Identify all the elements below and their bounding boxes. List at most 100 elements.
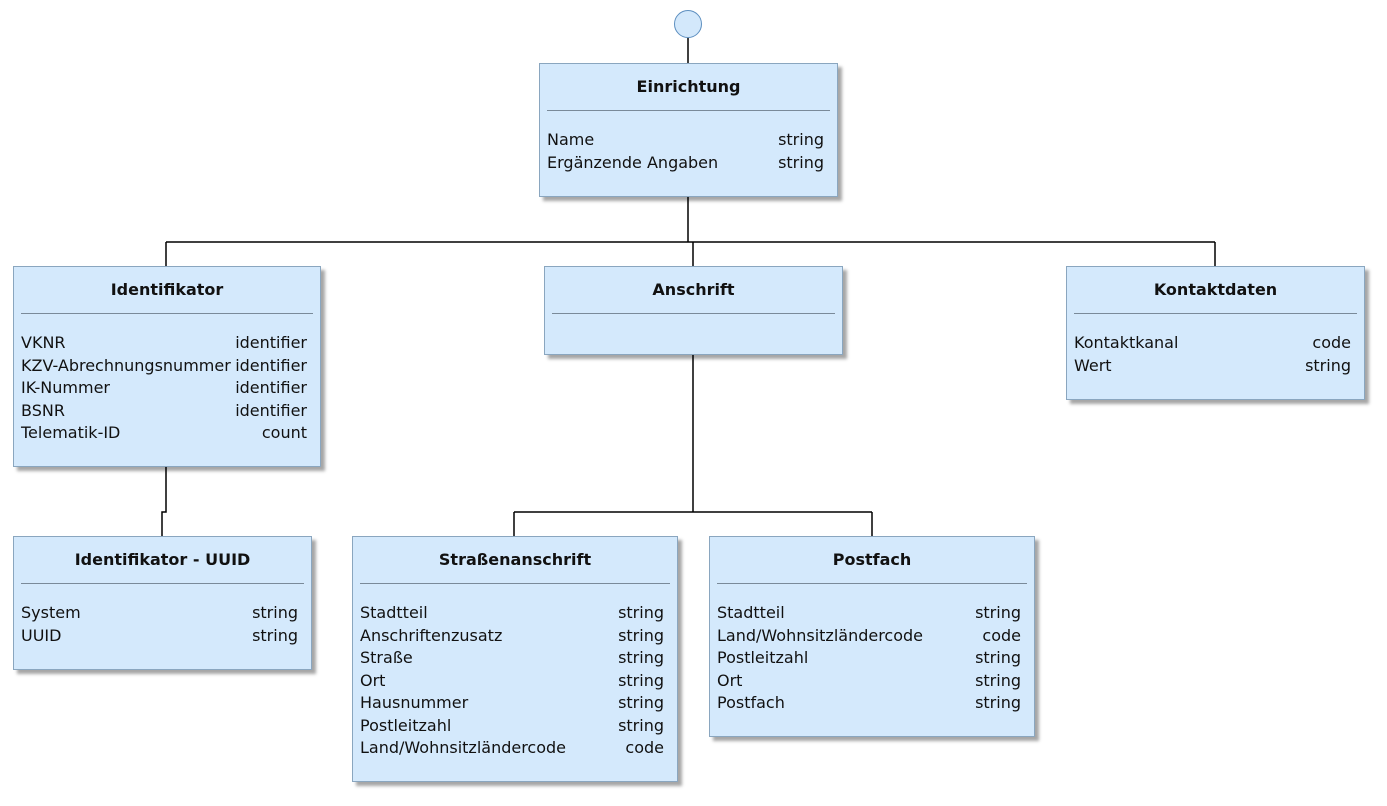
attribute-type: string (975, 648, 1021, 667)
attribute-row: KZV-Abrechnungsnummer identifier (21, 355, 307, 378)
attribute-row: Wert string (1074, 355, 1351, 378)
attribute-name: System (21, 603, 81, 622)
attribute-row: Anschriftenzusatz string (360, 625, 664, 648)
attribute-name: Stadtteil (717, 603, 785, 622)
attribute-type: identifier (235, 400, 307, 420)
attribute-type: string (618, 603, 664, 622)
node-postfach: Postfach Stadtteil string Land/Wohnsitzl… (709, 536, 1035, 737)
node-title: Anschrift (652, 280, 735, 299)
attribute-type: identifier (235, 333, 307, 352)
node-attributes: Kontaktkanal code Wert string (1067, 314, 1364, 377)
attribute-row: IK-Nummer identifier (21, 377, 307, 400)
attribute-name: UUID (21, 625, 62, 645)
attribute-name: VKNR (21, 333, 66, 352)
attribute-name: Stadtteil (360, 603, 428, 622)
node-separator (360, 583, 670, 584)
attribute-type: string (618, 693, 664, 712)
attribute-name: Straße (360, 648, 413, 667)
node-attributes: VKNR identifier KZV-Abrechnungsnummer id… (14, 314, 320, 445)
attribute-name: Telematik-ID (21, 423, 121, 442)
attribute-row: Ergänzende Angaben string (547, 152, 824, 175)
attribute-row: Name string (547, 129, 824, 152)
node-separator (21, 583, 304, 584)
attribute-name: IK-Nummer (21, 378, 111, 397)
attribute-name: Postleitzahl (360, 715, 452, 735)
attribute-type: code (982, 625, 1021, 645)
attribute-row: BSNR identifier (21, 400, 307, 423)
attribute-type: string (975, 693, 1021, 712)
attribute-row: Kontaktkanal code (1074, 332, 1351, 355)
attribute-type: string (252, 625, 298, 645)
node-title: Identifikator - UUID (74, 550, 251, 569)
node-separator (717, 583, 1027, 584)
attribute-row: Land/Wohnsitzländercode code (717, 625, 1021, 648)
attribute-row: System string (21, 602, 298, 625)
attribute-row: Land/Wohnsitzländercode code (360, 737, 664, 760)
attribute-type: string (618, 625, 664, 645)
attribute-type: code (1312, 333, 1351, 352)
attribute-row: Stadtteil string (717, 602, 1021, 625)
attribute-row: Stadtteil string (360, 602, 664, 625)
node-anschrift: Anschrift (544, 266, 843, 355)
attribute-type: string (975, 603, 1021, 622)
node-kontaktdaten: Kontaktdaten Kontaktkanal code Wert stri… (1066, 266, 1365, 400)
attribute-row: Ort string (360, 670, 664, 693)
attribute-type: identifier (235, 378, 307, 397)
node-title: Postfach (832, 550, 912, 569)
edge-identifikator-uuid (161, 467, 167, 536)
node-strassenanschrift: Straßenanschrift Stadtteil string Anschr… (352, 536, 678, 782)
attribute-name: BSNR (21, 400, 65, 420)
node-separator (21, 313, 313, 314)
node-title: Einrichtung (636, 77, 741, 96)
node-identifikator-uuid: Identifikator - UUID System string UUID … (13, 536, 312, 670)
node-attributes: System string UUID string (14, 584, 311, 647)
attribute-name: Anschriftenzusatz (360, 625, 503, 645)
attribute-row: Ort string (717, 670, 1021, 693)
attribute-row: Postleitzahl string (360, 715, 664, 738)
attribute-name: Ort (360, 670, 386, 690)
attribute-row: Postfach string (717, 692, 1021, 715)
attribute-type: string (778, 130, 824, 149)
attribute-name: Name (547, 130, 595, 149)
attribute-row: Postleitzahl string (717, 647, 1021, 670)
node-identifikator: Identifikator VKNR identifier KZV-Abrech… (13, 266, 321, 467)
node-separator (1074, 313, 1357, 314)
attribute-name: KZV-Abrechnungsnummer (21, 355, 231, 375)
attribute-name: Postleitzahl (717, 648, 809, 667)
node-attributes: Name string Ergänzende Angaben string (540, 111, 837, 174)
attribute-type: count (261, 423, 307, 442)
attribute-name: Hausnummer (360, 693, 469, 712)
node-einrichtung: Einrichtung Name string Ergänzende Angab… (539, 63, 838, 197)
node-title: Straßenanschrift (438, 550, 592, 569)
attribute-name: Ergänzende Angaben (547, 152, 719, 172)
attribute-type: string (975, 670, 1021, 690)
attribute-row: Hausnummer string (360, 692, 664, 715)
attribute-type: string (1305, 355, 1351, 375)
attribute-row: Straße string (360, 647, 664, 670)
attribute-row: VKNR identifier (21, 332, 307, 355)
attribute-type: string (252, 603, 298, 622)
attribute-type: string (618, 670, 664, 690)
node-separator (552, 313, 835, 314)
attribute-name: Land/Wohnsitzländercode (717, 625, 924, 645)
attribute-type: string (618, 648, 664, 667)
root-node-circle (674, 10, 702, 38)
node-title: Identifikator (110, 280, 224, 299)
attribute-name: Ort (717, 670, 743, 690)
node-title: Kontaktdaten (1153, 280, 1278, 299)
node-separator (547, 110, 830, 111)
node-attributes: Stadtteil string Anschriftenzusatz strin… (353, 584, 677, 760)
attribute-name: Land/Wohnsitzländercode (360, 738, 567, 757)
attribute-name: Postfach (717, 693, 785, 712)
node-attributes: Stadtteil string Land/Wohnsitzländercode… (710, 584, 1034, 715)
attribute-row: UUID string (21, 625, 298, 648)
attribute-type: code (625, 738, 664, 757)
attribute-type: string (618, 715, 664, 735)
attribute-type: string (778, 152, 824, 172)
attribute-name: Kontaktkanal (1074, 333, 1179, 352)
attribute-row: Telematik-ID count (21, 422, 307, 445)
attribute-type: identifier (235, 355, 307, 375)
attribute-name: Wert (1074, 355, 1112, 375)
